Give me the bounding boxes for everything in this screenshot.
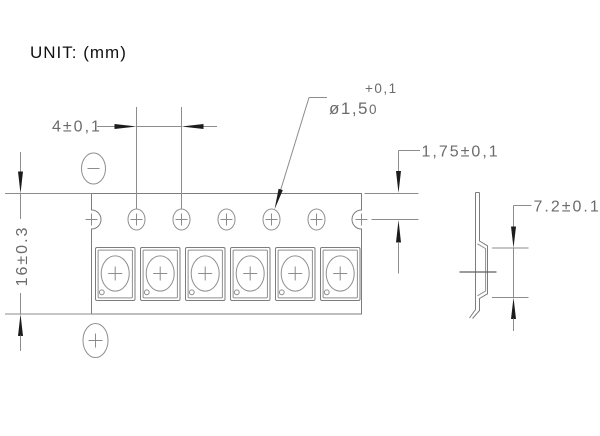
dimension-pocket-width: 7.2±0.1 <box>492 199 600 331</box>
arrow-left-icon <box>181 124 204 129</box>
sprocket-holes <box>85 208 368 231</box>
dim-hole-tol-upper-label: +0,1 <box>365 81 398 96</box>
polarity-dot-icon <box>323 289 330 296</box>
polarity-dot-icon <box>233 289 240 296</box>
sprocket-hole <box>307 208 326 231</box>
pocket <box>185 247 226 301</box>
tape-outline <box>91 193 362 315</box>
arrow-up-icon <box>18 314 23 336</box>
dimension-tape-width: 16±0.3 <box>5 152 92 351</box>
arrow-up-icon <box>511 297 516 319</box>
polarity-plus-icon <box>82 323 109 358</box>
polarity-minus-icon <box>81 152 106 185</box>
edge-half-hole-cross <box>355 213 368 226</box>
dimension-hole-diameter: ø1,5 +0,1 0 <box>274 81 398 210</box>
dim-tape-width-label: 16±0.3 <box>14 226 31 287</box>
dim-pitch-label: 4±0,1 <box>52 119 102 136</box>
dim-hole-tol-lower-label: 0 <box>369 102 378 117</box>
pocket-profile-inner <box>477 243 487 297</box>
polarity-dot-icon <box>98 289 105 296</box>
dim-hole-dia-label: ø1,5 <box>329 99 369 118</box>
front-view <box>81 152 368 358</box>
sprocket-hole <box>217 208 236 231</box>
dim-pocket-width-label: 7.2±0.1 <box>534 199 600 216</box>
pocket <box>275 247 316 301</box>
unit-label: UNIT: (mm) <box>30 43 127 62</box>
tape-profile-outline <box>469 192 488 319</box>
sprocket-hole <box>127 208 146 231</box>
arrow-down-icon <box>511 226 516 248</box>
polarity-dot-icon <box>188 289 195 296</box>
pocket <box>320 247 361 301</box>
arrow-up-icon <box>396 220 401 243</box>
side-view <box>459 192 497 319</box>
pocket <box>95 247 136 301</box>
polarity-dot-icon <box>143 289 150 296</box>
pocket <box>230 247 271 301</box>
arrow-right-icon <box>114 124 137 129</box>
arrow-down-icon <box>396 171 401 193</box>
leader-arrow-icon <box>274 188 283 210</box>
polarity-dot-icon <box>278 289 285 296</box>
sprocket-hole <box>262 208 281 231</box>
sprocket-hole <box>172 208 191 231</box>
arrow-down-icon <box>18 171 23 194</box>
edge-half-hole-cross <box>85 213 98 226</box>
pocket <box>140 247 181 301</box>
dimension-pitch: 4±0,1 <box>52 107 217 209</box>
pockets <box>95 247 361 301</box>
dim-edge-to-hole-label: 1,75±0,1 <box>422 144 500 161</box>
dimension-edge-to-hole: 1,75±0,1 <box>364 144 500 274</box>
